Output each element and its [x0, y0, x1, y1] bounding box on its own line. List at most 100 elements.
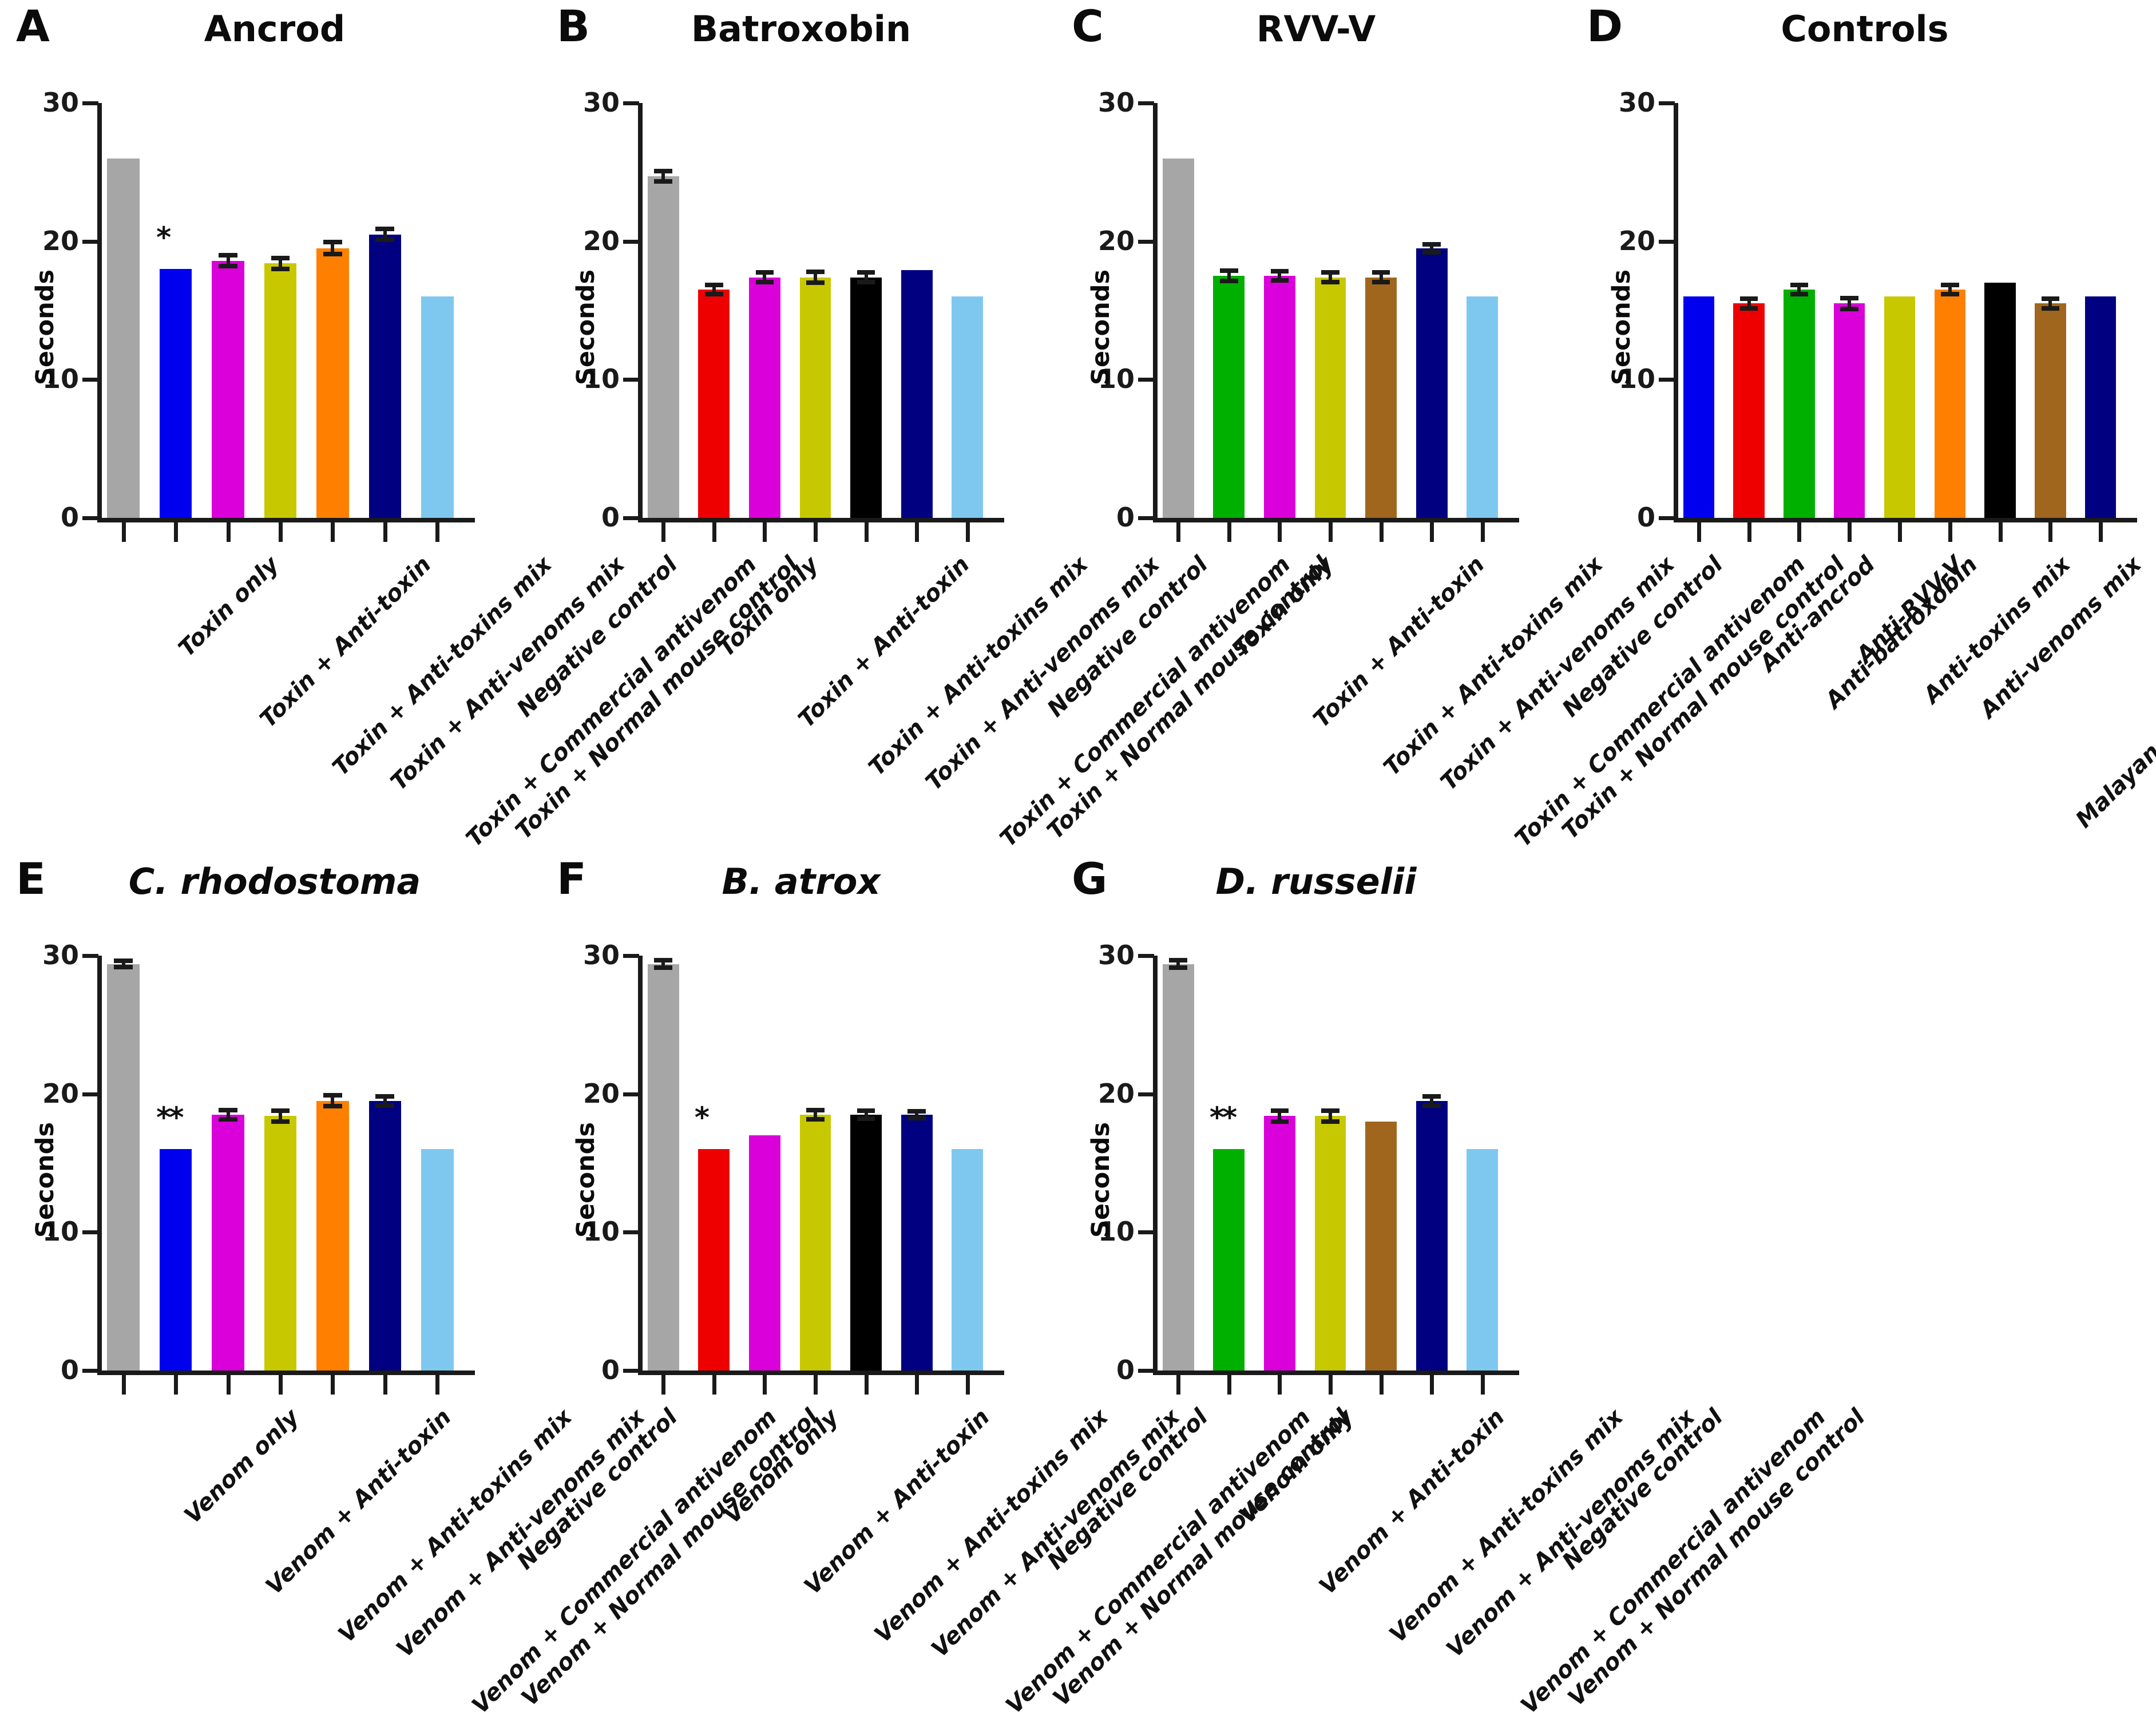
x-axis-tick — [1379, 522, 1384, 542]
error-bar-cap-bottom — [375, 1103, 395, 1108]
error-bar-cap-top — [114, 958, 133, 963]
panel-title-g: D. russelii — [1215, 861, 1417, 902]
panel-title-d: Controls — [1781, 8, 1949, 50]
y-axis-tick-label: 30 — [1097, 940, 1135, 971]
x-axis-tick — [435, 522, 440, 542]
y-axis-tick-label: 20 — [582, 1078, 620, 1109]
error-bar-cap-top — [1219, 268, 1238, 273]
error-bar-cap-bottom — [1790, 292, 1809, 297]
x-axis-tick — [1379, 1375, 1384, 1395]
error-bar-cap-bottom — [1321, 279, 1339, 284]
panel-title-b: Batroxobin — [691, 8, 911, 50]
y-axis-tick-label: 0 — [1116, 1354, 1135, 1385]
y-axis-tick-label: 30 — [582, 87, 620, 118]
panel-letter-f: F — [557, 853, 586, 904]
x-axis-tick — [661, 522, 666, 542]
error-bar-cap-bottom — [323, 252, 342, 257]
x-axis-tick-label: Venom only — [179, 1404, 304, 1529]
y-axis-line — [1674, 103, 1678, 520]
bar — [1314, 1116, 1346, 1371]
y-axis-tick — [1138, 954, 1154, 958]
error-bar-cap-top — [2041, 296, 2060, 302]
bar — [159, 269, 192, 518]
x-axis-tick — [864, 522, 869, 542]
error-bar-cap-top — [219, 1107, 237, 1112]
x-axis-tick — [763, 1375, 767, 1395]
x-axis-tick — [174, 522, 179, 542]
error-bar-cap-bottom — [1169, 965, 1188, 971]
x-axis-tick — [1430, 522, 1434, 542]
significance-marker: ** — [1209, 1101, 1237, 1135]
y-axis-tick — [623, 1369, 639, 1373]
y-axis-tick-label: 20 — [1097, 225, 1135, 256]
x-axis-tick — [814, 522, 818, 542]
error-bar-stem — [915, 1109, 919, 1120]
y-axis-tick-label: 20 — [1618, 225, 1655, 256]
error-bar-cap-bottom — [1940, 292, 1959, 297]
x-axis-tick — [965, 1375, 970, 1395]
error-bar-stem — [1176, 957, 1180, 971]
error-bar-cap-top — [857, 1108, 875, 1114]
y-axis-tick-label: 20 — [42, 1078, 79, 1109]
y-axis-tick — [623, 516, 639, 520]
error-bar-stem — [1227, 268, 1231, 284]
x-axis-tick — [1176, 522, 1181, 542]
error-bar-cap-bottom — [1840, 306, 1858, 311]
error-bar-cap-top — [323, 240, 342, 245]
error-bar-cap-top — [271, 256, 290, 261]
y-axis-tick-label: 10 — [42, 363, 79, 395]
y-axis-tick-label: 20 — [42, 225, 79, 256]
y-axis-tick-label: 10 — [582, 1216, 620, 1247]
x-axis-line — [1674, 518, 2137, 522]
error-bar-stem — [383, 227, 387, 242]
bar — [850, 1114, 882, 1371]
x-axis-tick — [1430, 1375, 1434, 1395]
error-bar-cap-bottom — [1422, 249, 1441, 255]
bar — [901, 1114, 933, 1371]
bar — [1162, 964, 1194, 1371]
bar — [2035, 303, 2066, 518]
y-axis-tick-label: 0 — [60, 1354, 79, 1385]
x-axis-tick — [226, 522, 231, 542]
bar — [1784, 290, 1815, 518]
bar — [698, 1149, 730, 1371]
bar — [212, 1114, 244, 1371]
bar — [1416, 248, 1448, 518]
error-bar-cap-top — [1372, 270, 1390, 275]
bar — [107, 158, 140, 518]
bar — [421, 1149, 454, 1371]
bar — [901, 270, 933, 518]
error-bar-stem — [1747, 296, 1751, 311]
error-bar-cap-bottom — [375, 237, 395, 242]
x-axis-tick — [814, 1375, 818, 1395]
x-axis-tick — [712, 522, 716, 542]
x-axis-tick — [2048, 522, 2053, 542]
y-axis-tick-label: 10 — [42, 1216, 79, 1247]
y-axis-tick-label: 0 — [601, 1354, 620, 1385]
bar — [1834, 303, 1865, 518]
y-axis-tick-label: 30 — [582, 940, 620, 971]
panel-title-e: C. rhodostoma — [128, 861, 421, 902]
error-bar-cap-top — [1422, 1094, 1441, 1099]
y-axis-tick-label: 30 — [1097, 87, 1135, 118]
x-axis-line — [638, 518, 1004, 522]
y-axis-title: Seconds — [572, 1122, 600, 1238]
y-axis-title: Seconds — [31, 1122, 60, 1238]
x-axis-tick — [1227, 522, 1231, 542]
error-bar-stem — [661, 168, 665, 184]
y-axis-tick — [623, 378, 639, 382]
error-bar-cap-bottom — [2041, 306, 2060, 311]
x-axis-tick — [121, 522, 126, 542]
y-axis-tick-label: 0 — [60, 502, 79, 533]
error-bar-cap-bottom — [654, 965, 673, 971]
bar — [1733, 303, 1765, 518]
error-bar-cap-bottom — [857, 279, 875, 284]
x-axis-tick — [174, 1375, 179, 1395]
y-axis-tick-label: 30 — [1618, 87, 1655, 118]
error-bar-cap-bottom — [704, 292, 723, 297]
